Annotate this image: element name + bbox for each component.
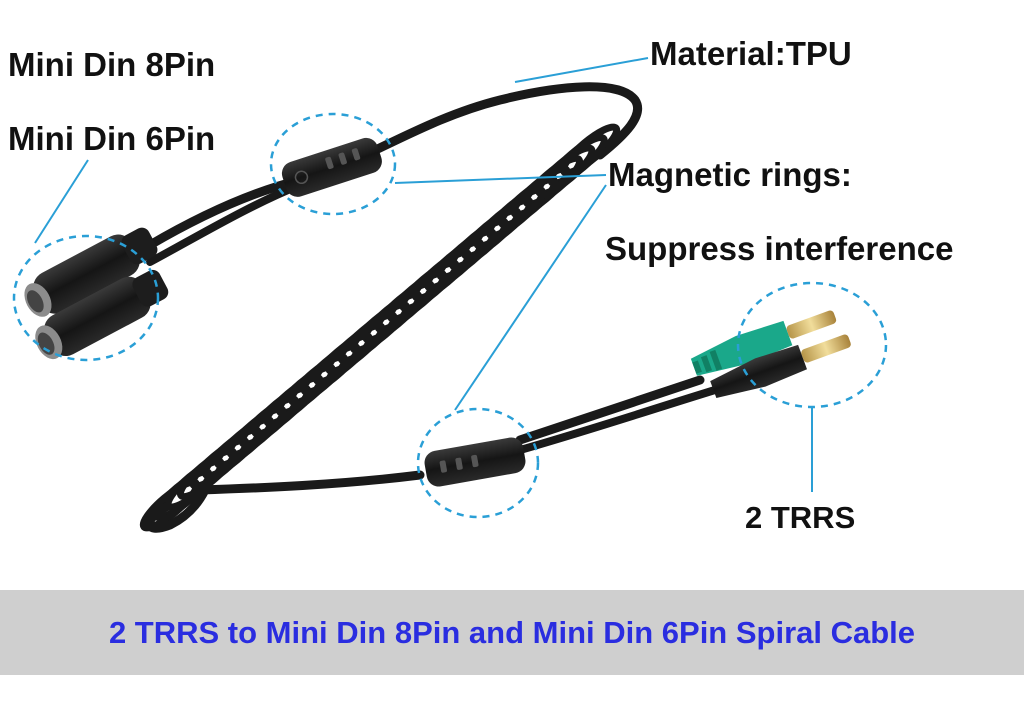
title-banner: 2 TRRS to Mini Din 8Pin and Mini Din 6Pi… xyxy=(0,590,1024,675)
lower-right-cable xyxy=(515,375,705,445)
callout-circle-din xyxy=(12,234,160,362)
trrs-plug-green xyxy=(690,310,837,376)
label-suppress-interference: Suppress interference xyxy=(605,230,954,267)
mini-din-8pin-plug xyxy=(24,227,158,317)
din-branch-cable xyxy=(146,181,304,266)
lower-cable xyxy=(195,470,425,495)
label-magnetic-rings: Magnetic rings: xyxy=(608,156,852,193)
lower-right-cable-2 xyxy=(516,386,719,454)
leader-din xyxy=(34,159,89,244)
cable-segments xyxy=(145,82,719,495)
leader-ring-upper xyxy=(394,174,607,184)
trrs-plug-black xyxy=(710,334,851,399)
label-mini-din-8pin: Mini Din 8Pin xyxy=(8,46,216,83)
magnetic-ring-upper xyxy=(281,137,382,197)
banner-title: 2 TRRS to Mini Din 8Pin and Mini Din 6Pi… xyxy=(108,614,916,650)
upper-cable xyxy=(145,82,642,250)
label-material: Material:TPU xyxy=(650,35,852,72)
label-mini-din-6pin: Mini Din 6Pin xyxy=(8,120,216,157)
leader-material xyxy=(514,57,649,83)
callout-lines xyxy=(34,57,813,492)
label-trrs: 2 TRRS xyxy=(745,500,856,535)
mini-din-6pin-plug xyxy=(35,269,169,360)
callout-circle-ring-lower xyxy=(416,407,540,519)
leader-ring-lower xyxy=(454,184,607,411)
spiral-coil xyxy=(139,123,621,533)
magnetic-ring-lower xyxy=(424,437,526,487)
coil-loop xyxy=(139,478,201,532)
coil-tail xyxy=(144,487,210,533)
callout-circle-ring-upper xyxy=(269,112,397,216)
